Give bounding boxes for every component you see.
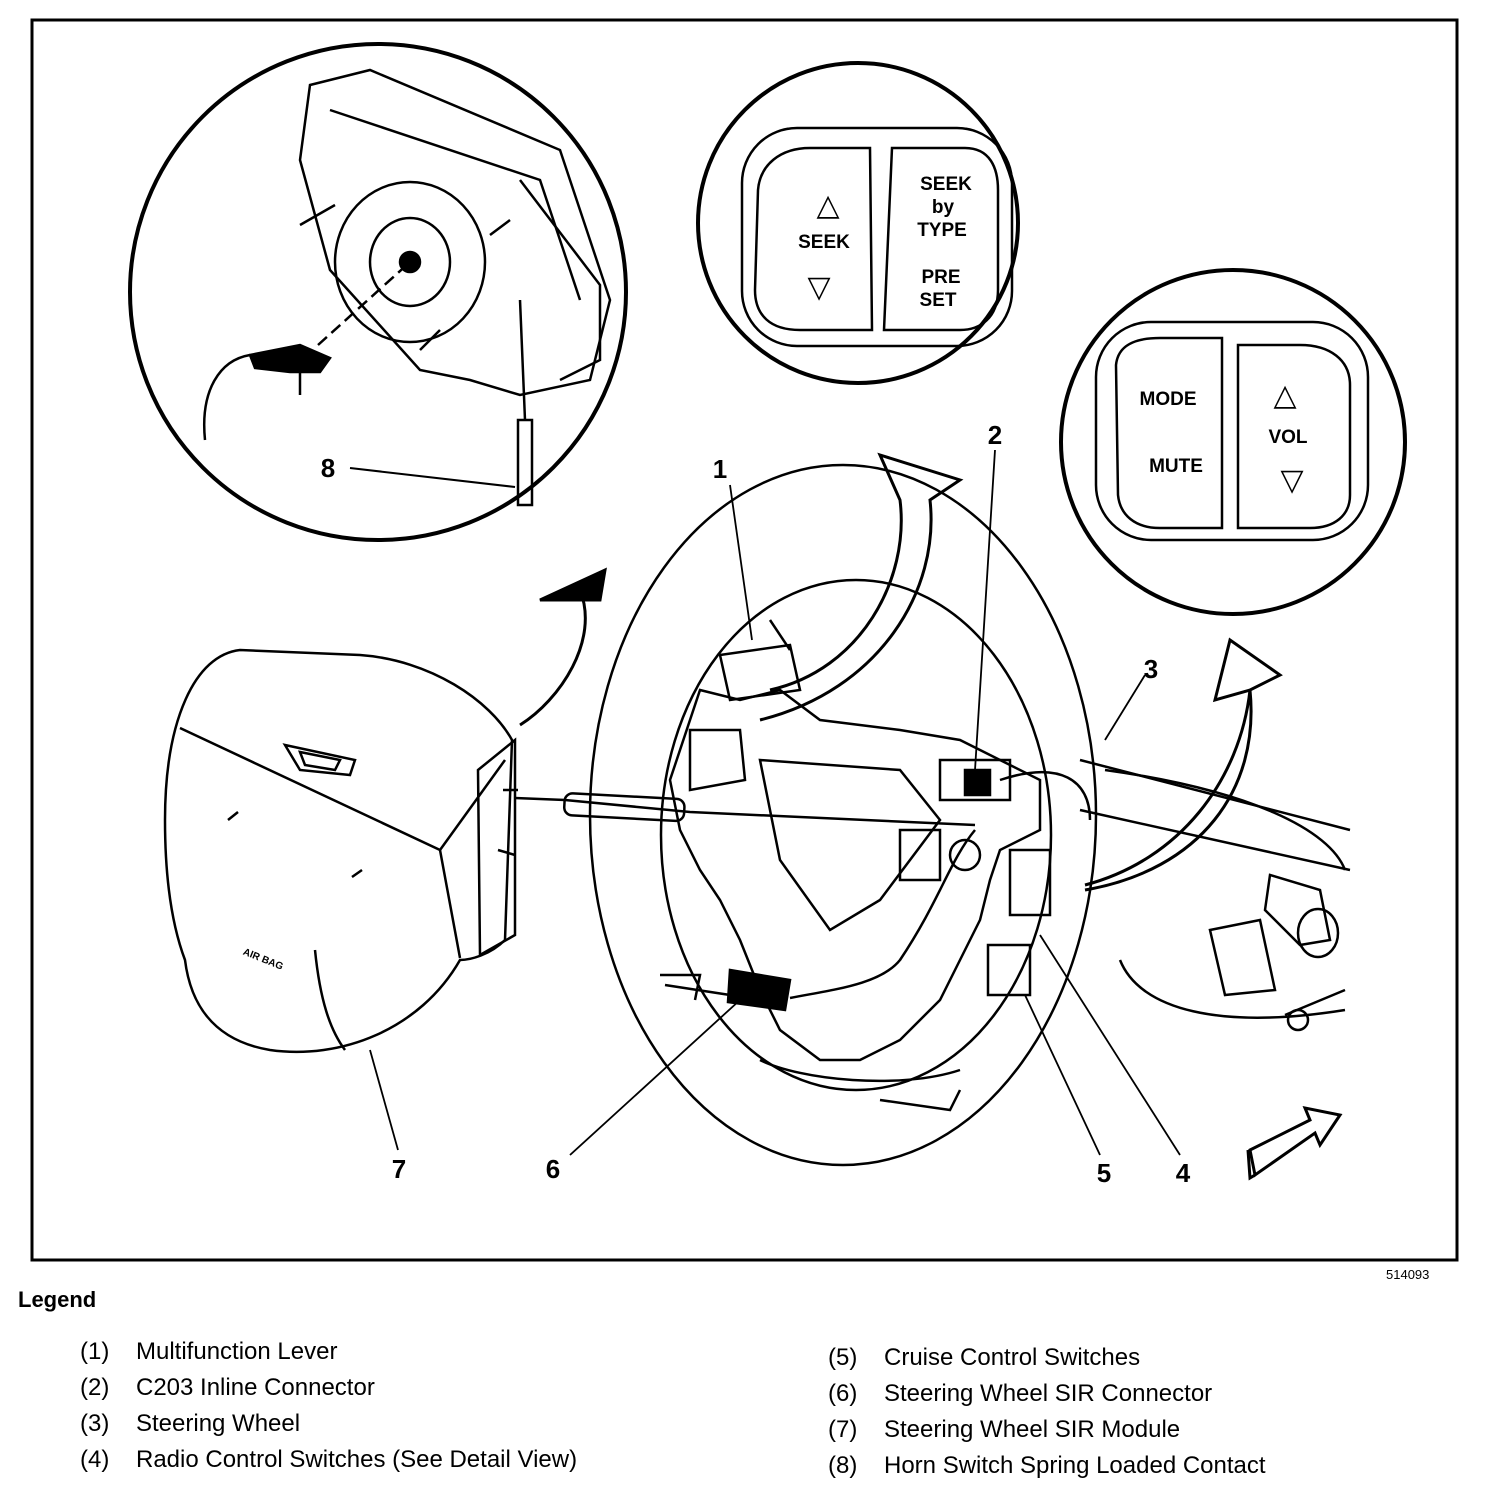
legend-item: (2) C203 Inline Connector <box>80 1374 577 1410</box>
callout-8: 8 <box>321 453 335 483</box>
legend-item: (7) Steering Wheel SIR Module <box>828 1416 1266 1452</box>
legend-item-text: Steering Wheel <box>136 1410 301 1437</box>
legend-item: (8) Horn Switch Spring Loaded Contact <box>828 1452 1266 1488</box>
curved-arrow-to-vol-detail <box>1084 637 1283 892</box>
detail-circle-seek-buttons <box>696 61 1020 385</box>
callout-2: 2 <box>988 420 1002 450</box>
legend-column-left: (1) Multifunction Lever (2) C203 Inline Co… <box>80 1338 577 1482</box>
steering-wheel <box>588 463 1098 1167</box>
callout-6: 6 <box>546 1154 560 1184</box>
seek-by-type-line1: SEEK <box>920 174 972 195</box>
vol-up-icon: △ <box>1273 379 1296 412</box>
forward-arrow-icon <box>1246 1105 1343 1181</box>
callout-4: 4 <box>1176 1158 1191 1188</box>
detail-circle-vol-buttons <box>1059 268 1407 616</box>
seek-down-icon: ▽ <box>807 271 830 304</box>
vol-down-icon: ▽ <box>1280 464 1303 497</box>
legend-item-number: (2) <box>80 1374 110 1401</box>
callout-3: 3 <box>1144 654 1158 684</box>
seek-up-icon: △ <box>816 189 839 222</box>
legend-item-number: (1) <box>80 1338 110 1365</box>
legend-title: Legend <box>18 1287 97 1312</box>
mute-label: MUTE <box>1149 456 1203 477</box>
seek-by-type-line3: TYPE <box>917 220 967 241</box>
legend-item-text: Cruise Control Switches <box>884 1344 1141 1371</box>
legend-item: (6) Steering Wheel SIR Connector <box>828 1380 1266 1416</box>
detail-circle-airbag-back <box>128 42 628 542</box>
legend-item-number: (8) <box>828 1452 858 1479</box>
leader-lines <box>369 449 1181 1156</box>
diagram-frame <box>30 18 1459 1262</box>
figure-id: 514093 <box>1386 1267 1430 1282</box>
legend-item-number: (6) <box>828 1380 858 1407</box>
legend-item-text: C203 Inline Connector <box>136 1374 375 1401</box>
legend-item: (1) Multifunction Lever <box>80 1338 577 1374</box>
steering-column <box>1079 758 1351 1032</box>
legend-item-text: Steering Wheel SIR Module <box>884 1416 1181 1443</box>
seek-by-type-line2: by <box>932 197 955 218</box>
seek-label: SEEK <box>798 232 850 253</box>
legend-item: (4) Radio Control Switches (See Detail Vi… <box>80 1446 577 1482</box>
curved-arrow-to-seek-detail <box>759 452 964 722</box>
legend-item-number: (3) <box>80 1410 110 1437</box>
legend-column-right: (5) Cruise Control Switches (6) Steering W… <box>828 1344 1266 1488</box>
callout-7: 7 <box>392 1154 406 1184</box>
steering-wheel-diagram: 1 2 3 4 5 6 7 8 △ SEEK ▽ SEEK by TYPE PR… <box>30 18 1459 1262</box>
legend-item: (3) Steering Wheel <box>80 1410 577 1446</box>
callout-5: 5 <box>1097 1158 1111 1188</box>
legend-item-number: (7) <box>828 1416 858 1443</box>
curved-arrow-to-airbag-detail <box>519 567 607 727</box>
legend-item-text: Horn Switch Spring Loaded Contact <box>884 1452 1266 1479</box>
legend-item-number: (5) <box>828 1344 858 1371</box>
sir-connector <box>660 829 976 1012</box>
callout-1: 1 <box>713 454 727 484</box>
airbag-emboss: AIR BAG <box>241 947 284 973</box>
legend-item-text: Steering Wheel SIR Connector <box>884 1380 1213 1407</box>
preset-line1: PRE <box>921 267 960 288</box>
vol-label: VOL <box>1268 427 1307 448</box>
legend-item-text: Radio Control Switches (See Detail View) <box>136 1446 578 1473</box>
legend-item: (5) Cruise Control Switches <box>828 1344 1266 1380</box>
preset-line2: SET <box>920 290 957 311</box>
legend-item-number: (4) <box>80 1446 110 1473</box>
horn-contact-rod <box>514 796 976 827</box>
mode-label: MODE <box>1140 389 1197 410</box>
airbag-module <box>163 648 518 1054</box>
legend-item-text: Multifunction Lever <box>136 1338 338 1365</box>
